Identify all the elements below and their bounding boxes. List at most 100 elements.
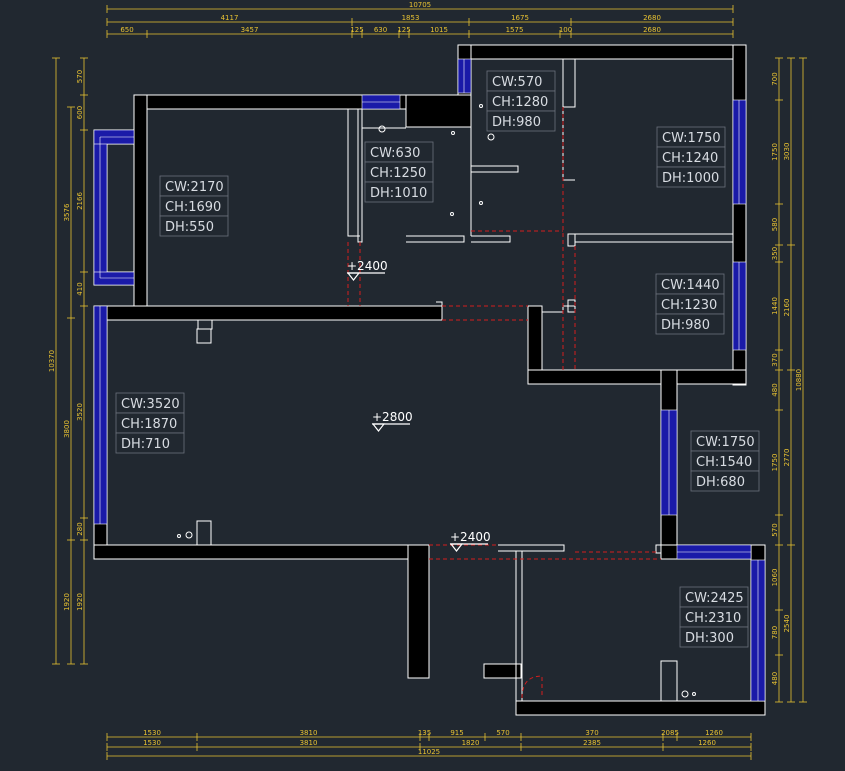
label-cell bbox=[656, 166, 726, 188]
wall-top-mid-block bbox=[405, 94, 472, 128]
elevation-text: +2800 bbox=[372, 410, 413, 424]
window bbox=[93, 305, 108, 525]
partition-16 bbox=[655, 544, 662, 554]
fixtures bbox=[177, 104, 696, 698]
dim-label: 570 bbox=[76, 70, 84, 83]
dim-label: 3810 bbox=[300, 729, 318, 737]
dim-label: 2680 bbox=[643, 26, 661, 34]
dim-label: 1920 bbox=[76, 593, 84, 611]
dim-label: 410 bbox=[76, 282, 84, 295]
dim-label: 630 bbox=[374, 26, 387, 34]
wall-bath-bottom bbox=[515, 700, 766, 716]
label-cell bbox=[690, 470, 760, 492]
dim-label: 135 bbox=[418, 729, 431, 737]
label-cell bbox=[486, 110, 556, 132]
dim-label: 1853 bbox=[402, 14, 420, 22]
dim-label: 1750 bbox=[771, 143, 779, 161]
room-dh-text: DH:300 bbox=[685, 631, 734, 646]
dim-label: 1260 bbox=[705, 729, 723, 737]
label-cell bbox=[364, 181, 434, 203]
elevation-markers: +2400+2800+2400 bbox=[346, 259, 491, 552]
label-cell bbox=[679, 626, 749, 648]
dim-label: 10705 bbox=[409, 1, 431, 9]
room-ch-text: CH:1280 bbox=[492, 95, 548, 110]
window bbox=[732, 261, 747, 351]
dashed-openings bbox=[347, 107, 661, 699]
dim-label: 125 bbox=[350, 26, 363, 34]
room-dh-text: DH:550 bbox=[165, 220, 214, 235]
partition-15 bbox=[515, 551, 523, 702]
room-ch-text: CH:1240 bbox=[662, 151, 718, 166]
room-dh-text: DH:1010 bbox=[370, 186, 427, 201]
elevation-marker: +2800 bbox=[371, 410, 413, 432]
dim-label: 700 bbox=[771, 72, 779, 85]
dim-label: 1530 bbox=[143, 739, 161, 747]
fixture-dot bbox=[177, 534, 181, 538]
elevation-triangle-icon bbox=[449, 543, 464, 552]
wall-top-right bbox=[457, 44, 747, 60]
room-cw-text: CW:630 bbox=[370, 146, 420, 161]
room-dh-text: DH:710 bbox=[121, 437, 170, 452]
dim-label: 280 bbox=[76, 522, 84, 535]
dim-label: 1750 bbox=[771, 454, 779, 472]
dim-label: 1820 bbox=[462, 739, 480, 747]
room-cw-text: CW:1750 bbox=[696, 435, 755, 450]
wall-mid-right-bottom bbox=[527, 369, 747, 385]
dim-label: 10880 bbox=[795, 369, 803, 391]
window bbox=[732, 99, 747, 205]
partition-14 bbox=[498, 544, 565, 552]
fixture-dot bbox=[692, 692, 696, 696]
partition-9 bbox=[406, 235, 465, 243]
dim-label: 1015 bbox=[430, 26, 448, 34]
partition-3 bbox=[575, 233, 734, 243]
dim-label: 1675 bbox=[511, 14, 529, 22]
dim-label: 10370 bbox=[48, 350, 56, 372]
dim-label: 370 bbox=[771, 353, 779, 366]
dim-label: 915 bbox=[450, 729, 463, 737]
dim-label: 2166 bbox=[76, 192, 84, 210]
room-cw-text: CW:570 bbox=[492, 75, 542, 90]
dim-label: 370 bbox=[585, 729, 598, 737]
window bbox=[93, 129, 108, 286]
dim-label: 11025 bbox=[418, 748, 440, 756]
dim-label: 1440 bbox=[771, 297, 779, 315]
wall-living-bottom bbox=[93, 544, 430, 560]
dim-label: 1920 bbox=[63, 593, 71, 611]
room-ch-text: CH:1690 bbox=[165, 200, 221, 215]
room-cw-text: CW:3520 bbox=[121, 397, 180, 412]
room-cw-text: CW:2170 bbox=[165, 180, 224, 195]
column-stub bbox=[196, 520, 212, 546]
partition-4 bbox=[567, 233, 576, 247]
column-stub bbox=[196, 328, 212, 344]
fixture-circle bbox=[378, 125, 386, 133]
interior-lines bbox=[197, 58, 734, 702]
partition-7 bbox=[471, 165, 519, 173]
partition-11 bbox=[347, 109, 360, 237]
room-cw-text: CW:1440 bbox=[661, 278, 720, 293]
fixture-dot bbox=[479, 104, 483, 108]
dim-label: 2770 bbox=[783, 449, 791, 467]
room-dh-text: DH:980 bbox=[492, 115, 541, 130]
dim-label: 480 bbox=[771, 383, 779, 396]
dim-label: 1575 bbox=[506, 26, 524, 34]
wall-left-bedroom bbox=[133, 94, 148, 308]
partition-17 bbox=[660, 660, 678, 702]
fixture-dot bbox=[450, 212, 454, 216]
dim-label: 2680 bbox=[643, 14, 661, 22]
wall-bath-stub bbox=[483, 663, 522, 679]
partition-13 bbox=[436, 301, 443, 306]
fixture-dot bbox=[479, 201, 483, 205]
dim-label: 2540 bbox=[783, 615, 791, 633]
dim-label: 1530 bbox=[143, 729, 161, 737]
dim-label: 3457 bbox=[241, 26, 259, 34]
fixture-circle bbox=[681, 690, 689, 698]
room-ch-text: CH:1870 bbox=[121, 417, 177, 432]
dim-label: 3030 bbox=[783, 143, 791, 161]
